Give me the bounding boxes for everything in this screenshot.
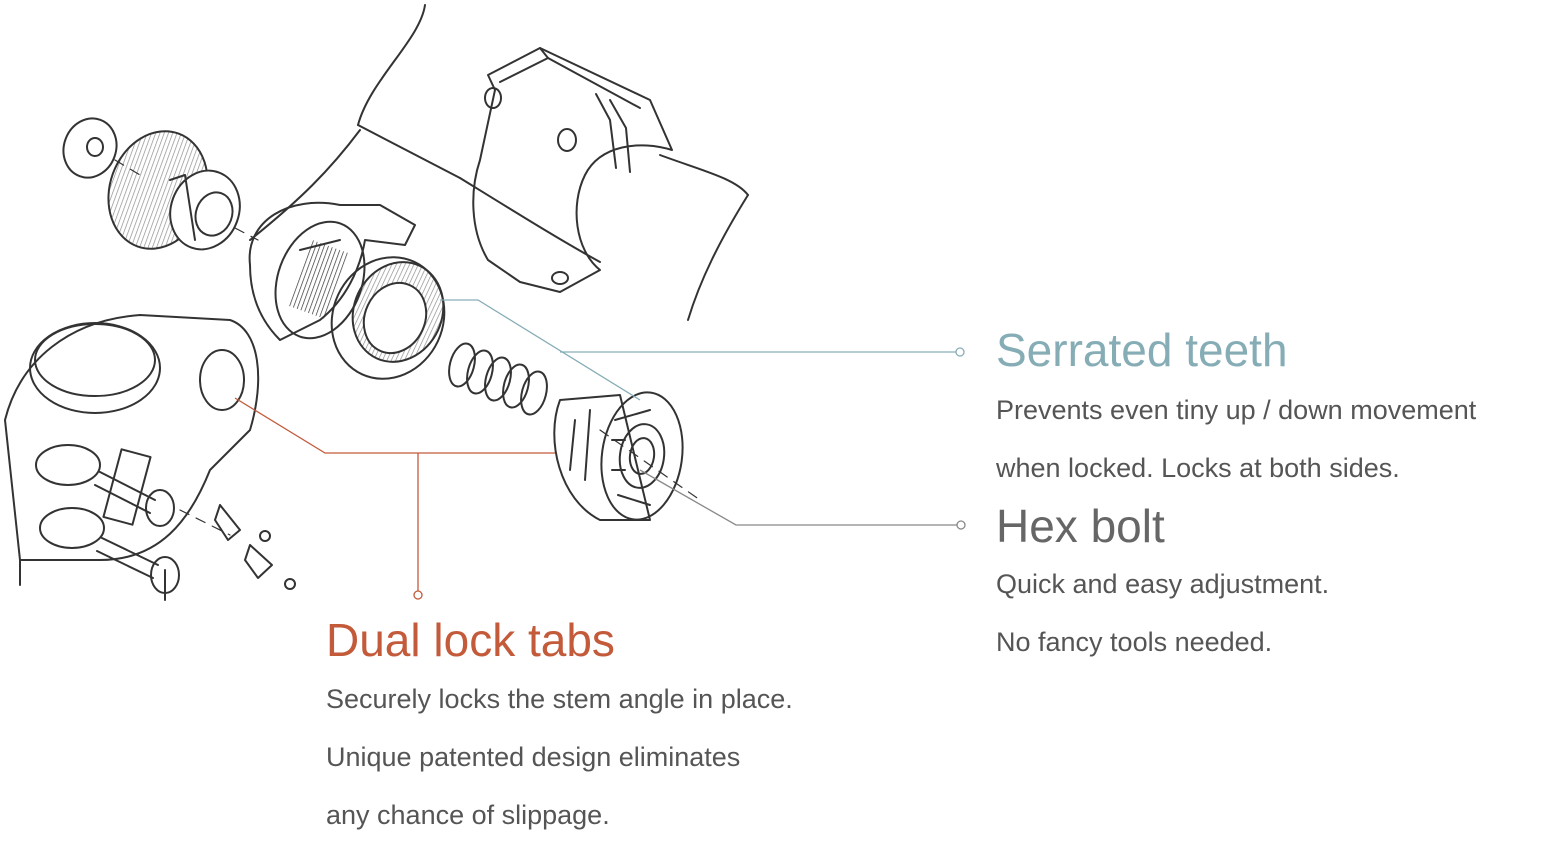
- callout-line: Quick and easy adjustment.: [996, 569, 1330, 599]
- callout-title: Serrated teeth: [996, 324, 1288, 376]
- callout-dual-lock-tabs: Dual lock tabs Securely locks the stem a…: [326, 613, 793, 844]
- upper-tube: [249, 4, 749, 321]
- callout-line: when locked. Locks at both sides.: [996, 453, 1400, 483]
- callout-serrated-teeth: Serrated teeth Prevents even tiny up / d…: [996, 323, 1476, 497]
- callout-hex-bolt: Hex bolt Quick and easy adjustment. No f…: [996, 499, 1329, 671]
- left-gear-assembly: [62, 117, 241, 251]
- serrated-ring: [330, 256, 446, 380]
- upper-clamp: [472, 47, 673, 293]
- callout-line: Securely locks the stem angle in place.: [326, 684, 793, 714]
- callout-title: Dual lock tabs: [326, 614, 615, 666]
- leader-hex: [639, 469, 966, 530]
- leader-serrated: [440, 299, 965, 401]
- callout-title: Hex bolt: [996, 500, 1165, 552]
- axis-lines: [114, 159, 701, 536]
- callout-line: any chance of slippage.: [326, 800, 610, 830]
- callout-line: Prevents even tiny up / down movement: [996, 395, 1477, 425]
- spring: [448, 342, 548, 416]
- callout-line: Unique patented design eliminates: [326, 742, 741, 772]
- leader-dual: [234, 397, 555, 600]
- lower-clamp: [4, 314, 260, 601]
- right-knob: [553, 391, 684, 521]
- callout-line: No fancy tools needed.: [996, 627, 1273, 657]
- bolts: [94, 471, 296, 594]
